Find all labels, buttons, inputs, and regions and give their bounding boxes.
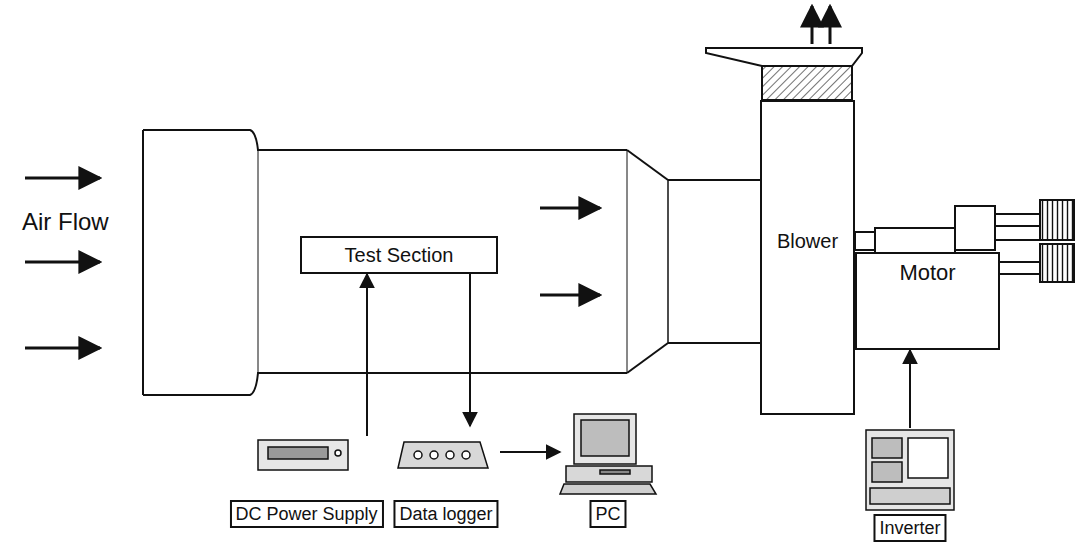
air-flow-arrows [25, 6, 830, 348]
motor-box: Motor [855, 252, 1000, 350]
duct-wall [668, 179, 760, 181]
cooling-fan [1040, 244, 1074, 282]
wire [995, 239, 1040, 241]
data-logger-icon [398, 442, 488, 468]
drive [600, 470, 630, 474]
icon-port [430, 451, 438, 459]
inverter-device: Inverter [862, 428, 958, 542]
duct-wall [262, 149, 627, 151]
contraction [627, 343, 668, 373]
flow-arrow [25, 261, 100, 264]
wire [1000, 273, 1040, 275]
funnel [706, 48, 862, 66]
blower-box: Blower [760, 100, 855, 415]
exhaust-funnel [706, 48, 862, 100]
pc-device: PC [560, 410, 656, 528]
node-label: Data logger [393, 500, 498, 528]
node-label: Inverter [873, 514, 946, 542]
node-label: PC [589, 500, 626, 528]
duct-wall [262, 372, 627, 374]
inlet-seam [258, 150, 259, 373]
duct-wall [668, 342, 760, 344]
power-line [366, 274, 368, 436]
inverter-icon [866, 430, 954, 510]
icon-keys [870, 488, 950, 504]
inlet-top [143, 130, 262, 150]
flow-arrow [540, 294, 600, 297]
icon-display [268, 447, 328, 459]
icon-knob [335, 450, 341, 456]
wire [1000, 261, 1040, 263]
shaft [875, 228, 955, 254]
wire [995, 213, 1040, 215]
icon-panel [872, 438, 902, 458]
exhaust-arrow [829, 6, 832, 44]
case [566, 466, 652, 482]
drive-line [909, 350, 911, 428]
node-label: DC Power Supply [229, 500, 383, 528]
icon-body [866, 430, 954, 510]
pc-icon [560, 414, 656, 494]
node-label: Blower [777, 230, 838, 253]
duct-seam [627, 150, 628, 373]
flow-arrow [25, 347, 100, 350]
data-logger-device: Data logger [392, 426, 500, 528]
coupling [955, 206, 995, 250]
flow-label: Air Flow [20, 208, 111, 236]
icon-body [258, 440, 348, 470]
inlet-face [142, 130, 144, 395]
power-supply-icon [258, 440, 348, 470]
power-supply-device: DC Power Supply [228, 436, 385, 528]
icon-body [398, 442, 488, 468]
icon-port [462, 451, 470, 459]
icon-screen [908, 438, 948, 478]
cooling-fan [1040, 200, 1074, 240]
icon-port [446, 451, 454, 459]
icon-panel [872, 462, 902, 482]
screen [581, 420, 629, 456]
device-icons [258, 414, 954, 510]
inlet-bottom [143, 373, 262, 395]
test-section-box: Test Section [300, 236, 498, 274]
icon-port [414, 451, 422, 459]
signal-line [469, 274, 471, 426]
exhaust-arrow [811, 6, 814, 44]
monitor [574, 414, 636, 464]
duct-seam [667, 180, 669, 343]
flow-arrow [25, 177, 100, 180]
data-cable [500, 451, 560, 453]
duct [143, 130, 760, 395]
node-label: Motor [899, 260, 955, 286]
keyboard [560, 484, 656, 494]
contraction [627, 150, 668, 180]
node-label: Test Section [345, 244, 454, 267]
wire [995, 225, 1040, 227]
shaft [855, 232, 875, 250]
screen [762, 66, 852, 100]
flow-arrow [540, 207, 600, 210]
